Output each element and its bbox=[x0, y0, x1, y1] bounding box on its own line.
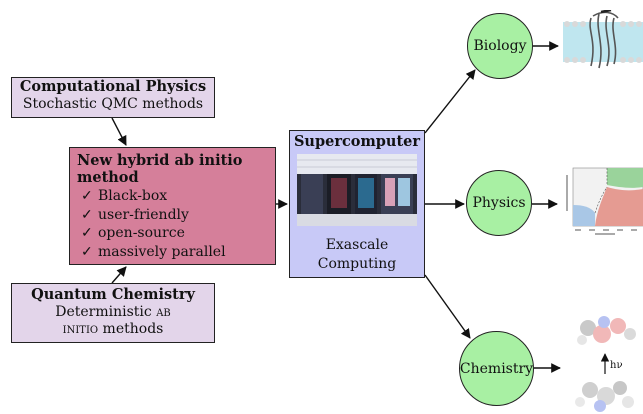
biology-label: Biology bbox=[473, 38, 527, 54]
supercomputer-title: Supercomputer bbox=[293, 133, 421, 150]
biology-node: Biology bbox=[467, 13, 533, 79]
qc-line1-text: Deterministic bbox=[55, 304, 157, 320]
computational-physics-title: Computational Physics bbox=[19, 78, 207, 95]
physics-node: Physics bbox=[466, 170, 532, 236]
qc-initio-smallcaps: initio bbox=[62, 321, 99, 337]
hybrid-method-box: New hybrid ab initio method ✓ Black-box ✓… bbox=[69, 147, 276, 265]
physics-label: Physics bbox=[472, 195, 526, 211]
chemistry-label: Chemistry bbox=[459, 360, 534, 377]
feature-item: ✓ massively parallel bbox=[81, 243, 275, 262]
molecule-top bbox=[577, 316, 636, 345]
qc-ab-smallcaps: ab bbox=[156, 304, 171, 320]
hybrid-method-title-line2: method bbox=[77, 169, 139, 186]
phase-diagram-image bbox=[566, 167, 643, 235]
quantum-chemistry-box: Quantum Chemistry Deterministic ab initi… bbox=[11, 283, 215, 343]
quantum-chemistry-line2: initio methods bbox=[12, 321, 214, 338]
check-icon: ✓ bbox=[81, 225, 93, 241]
computational-physics-subtitle: Stochastic QMC methods bbox=[22, 96, 204, 112]
qc-line2-text: methods bbox=[98, 321, 164, 337]
feature-item: ✓ Black-box bbox=[81, 187, 275, 206]
feature-item: ✓ open-source bbox=[81, 224, 275, 243]
feature-label: open-source bbox=[98, 225, 185, 241]
chemistry-node: Chemistry bbox=[459, 331, 534, 406]
photon-label: hν bbox=[610, 360, 623, 371]
computational-physics-box: Computational Physics Stochastic QMC met… bbox=[11, 77, 215, 118]
membrane-protein-image bbox=[563, 10, 643, 69]
feature-label: user-friendly bbox=[98, 206, 189, 223]
hybrid-method-title-line1: New hybrid ab initio bbox=[77, 152, 243, 169]
feature-label: Black-box bbox=[98, 188, 168, 204]
supercomputer-caption-line1: Exascale bbox=[325, 237, 389, 253]
quantum-chemistry-line1: Deterministic ab bbox=[12, 304, 214, 321]
feature-label: massively parallel bbox=[98, 243, 226, 260]
check-icon: ✓ bbox=[81, 206, 93, 223]
quantum-chemistry-title: Quantum Chemistry bbox=[31, 286, 195, 303]
feature-item: ✓ user-friendly bbox=[81, 206, 275, 225]
arrow-to-biology bbox=[424, 69, 476, 134]
arrow-chemistry-to-hybrid bbox=[111, 266, 127, 284]
check-icon: ✓ bbox=[81, 243, 93, 260]
supercomputer-photo bbox=[297, 154, 417, 226]
check-icon: ✓ bbox=[81, 188, 93, 204]
feature-list: ✓ Black-box ✓ user-friendly ✓ open-source ✓… bbox=[77, 187, 275, 261]
molecule-bottom bbox=[575, 381, 634, 412]
arrow-physics-to-hybrid bbox=[111, 117, 127, 146]
arrow-to-chemistry bbox=[424, 274, 471, 339]
supercomputer-caption-line2: Computing bbox=[317, 256, 397, 272]
supercomputer-box: Supercomputer Exascale Computing bbox=[289, 130, 425, 278]
molecule-image: hν bbox=[575, 316, 636, 412]
